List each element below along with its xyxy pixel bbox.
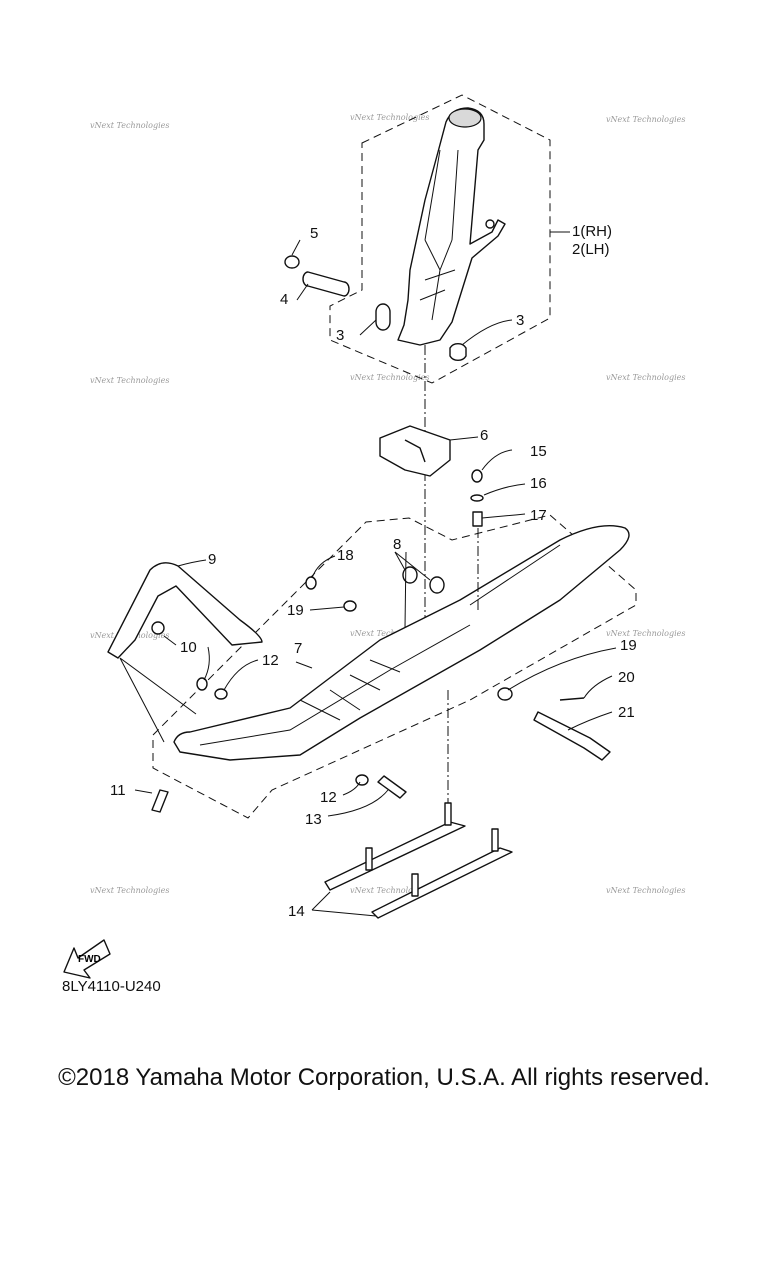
callout-12a: 12	[262, 652, 279, 669]
ski-bushing	[429, 576, 445, 594]
watermark: vNext Technologies	[90, 376, 169, 385]
watermark: vNext Technologies	[90, 121, 169, 130]
callout-4: 4	[280, 291, 288, 308]
callout-9: 9	[208, 551, 216, 568]
callout-15: 15	[530, 443, 547, 460]
parts-diagram: vNext Technologies vNext Technologies vN…	[63, 94, 685, 979]
pivot-bolt	[533, 711, 611, 761]
callout-10: 10	[180, 639, 197, 656]
washer-19-lower	[497, 687, 513, 701]
washer-12	[214, 688, 228, 700]
bolt-11	[151, 789, 169, 813]
fwd-arrow: FWD	[63, 939, 111, 979]
collar-sleeve	[302, 271, 350, 297]
watermark: vNext Technologies	[90, 886, 169, 895]
callout-19a: 19	[287, 602, 304, 619]
copyright-notice: ©2018 Yamaha Motor Corporation, U.S.A. A…	[58, 1064, 710, 1091]
callouts: 1(RH) 2(LH) 3 3 4 5 6 7 8 9 10 11 12 12 …	[110, 223, 637, 920]
wear-bars	[324, 802, 513, 919]
nut-10	[196, 677, 208, 691]
callout-3b: 3	[516, 312, 524, 329]
ski-damper	[379, 425, 451, 477]
watermark: vNext Technologies	[606, 886, 685, 895]
watermark: vNext Technologies	[606, 373, 685, 382]
callout-11: 11	[110, 782, 126, 799]
ski	[173, 525, 630, 761]
ski-group-outline	[152, 514, 637, 819]
callout-8: 8	[393, 536, 401, 553]
callout-13: 13	[305, 811, 322, 828]
callout-2: 2(LH)	[572, 241, 610, 258]
callout-19b: 19	[620, 637, 637, 654]
callout-3a: 3	[336, 327, 344, 344]
collar-17	[472, 511, 483, 527]
fwd-label: FWD	[78, 954, 101, 965]
nut-15	[471, 469, 483, 483]
callout-21: 21	[618, 704, 635, 721]
callout-18: 18	[337, 547, 354, 564]
callout-5: 5	[310, 225, 318, 242]
watermark: vNext Technologies	[350, 113, 429, 122]
callout-6: 6	[480, 427, 488, 444]
ski-handle	[107, 562, 263, 659]
washer-19	[343, 600, 357, 612]
watermark: vNext Technologies	[350, 373, 429, 382]
cap-bolt	[284, 255, 300, 269]
callout-7: 7	[294, 640, 302, 657]
nut	[151, 621, 165, 635]
ski-spindle	[284, 107, 506, 362]
watermark: vNext Technologies	[606, 115, 685, 124]
bolt-13	[377, 775, 407, 799]
diagram-code: 8LY4110-U240	[62, 978, 161, 995]
washer-12-lower	[355, 774, 369, 786]
washer-16	[470, 494, 484, 502]
callout-16: 16	[530, 475, 547, 492]
watermark: vNext Technologies	[606, 629, 685, 638]
cotter-pin	[559, 697, 585, 701]
watermark: vNext Technologies	[350, 886, 429, 895]
ski-bushing	[402, 566, 418, 584]
bushing-upper	[375, 303, 391, 331]
bushing-lower	[449, 342, 467, 362]
callout-1: 1(RH)	[572, 223, 612, 240]
callout-12b: 12	[320, 789, 337, 806]
spindle-group-outline	[329, 94, 551, 384]
leader-lines	[119, 231, 617, 917]
watermark: vNext Technologies	[350, 629, 429, 638]
callout-20: 20	[618, 669, 635, 686]
callout-17: 17	[530, 507, 547, 524]
callout-14: 14	[288, 903, 305, 920]
nut-18	[305, 576, 317, 590]
